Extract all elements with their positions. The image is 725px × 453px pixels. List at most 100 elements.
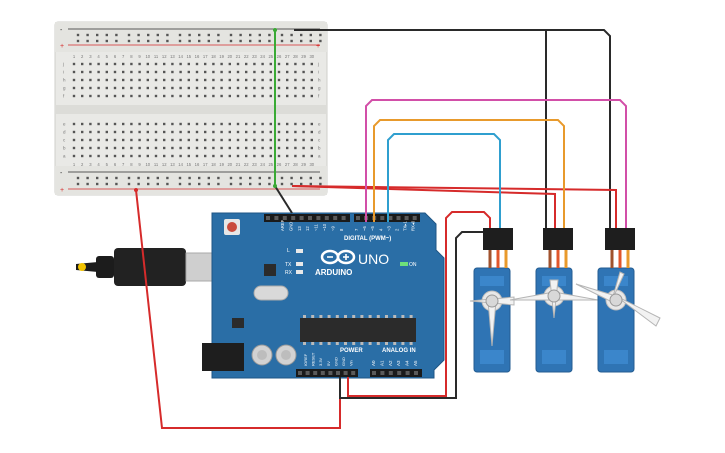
power-jack[interactable]	[202, 343, 244, 371]
breadboard-hole	[146, 78, 149, 82]
rail-hole	[300, 39, 303, 43]
breadboard-hole	[245, 78, 248, 82]
breadboard-hole	[269, 122, 272, 126]
wire-5v-breadboard[interactable]	[135, 189, 341, 429]
breadboard-hole	[195, 94, 199, 98]
header-pin[interactable]	[412, 216, 417, 220]
column-number-bottom: 23	[252, 162, 257, 167]
analog-pin[interactable]	[414, 371, 418, 375]
breadboard-hole	[286, 138, 289, 142]
power-pin[interactable]	[313, 371, 318, 375]
wire-gnd-servo-3[interactable]	[294, 29, 611, 228]
breadboard-hole	[245, 122, 248, 126]
rail-hole	[309, 182, 312, 186]
wire-signal-servo-1[interactable]	[387, 133, 501, 228]
breadboard-hole	[72, 62, 76, 66]
breadboard-hole	[187, 154, 190, 158]
l-led-label: L	[287, 248, 290, 254]
power-pin[interactable]	[343, 371, 348, 375]
breadboard-hole	[220, 138, 223, 142]
wire-gnd-servo-1[interactable]	[339, 231, 483, 399]
breadboard-hole	[154, 86, 158, 90]
header-pin[interactable]	[316, 216, 321, 220]
header-pin[interactable]	[396, 216, 401, 220]
power-pin[interactable]	[305, 371, 310, 375]
wire-power-servo-3[interactable]	[291, 185, 617, 228]
breadboard-hole	[187, 70, 190, 74]
servo-3[interactable]	[575, 267, 661, 373]
header-pin[interactable]	[274, 216, 279, 220]
rail-hole	[127, 182, 131, 186]
column-number-bottom: 5	[106, 162, 109, 167]
power-pin-label: RESET	[311, 352, 316, 366]
rail-hole	[198, 33, 201, 37]
wire-gnd-board[interactable]	[274, 185, 293, 214]
servo-1[interactable]	[469, 267, 515, 373]
header-pin[interactable]	[282, 216, 287, 220]
rail-hole	[290, 182, 293, 186]
digital-header-left[interactable]	[264, 214, 350, 222]
breadboard-hole	[228, 78, 231, 82]
analog-pin[interactable]	[388, 371, 393, 375]
header-pin[interactable]	[291, 216, 296, 220]
header-pin[interactable]	[388, 216, 393, 220]
header-pin[interactable]	[341, 216, 346, 220]
analog-pin[interactable]	[405, 371, 410, 375]
power-pin[interactable]	[328, 371, 333, 375]
header-pin[interactable]	[333, 216, 338, 220]
rail-hole	[280, 39, 284, 43]
breadboard-hole	[286, 78, 289, 82]
rail-hole	[178, 39, 182, 43]
wire-gnd-servo-2[interactable]	[294, 29, 547, 228]
rail-minus-label: -	[60, 27, 63, 34]
breadboard-hole	[130, 62, 133, 66]
digital-pin-label: ~9	[330, 226, 335, 231]
header-pin[interactable]	[299, 216, 304, 220]
breadboard-hole	[236, 62, 240, 66]
wire-signal-servo-2[interactable]	[373, 119, 565, 228]
wire-signal-servo-3[interactable]	[365, 99, 627, 228]
header-pin[interactable]	[266, 216, 270, 220]
breadboard-hole	[204, 130, 207, 134]
power-pin[interactable]	[336, 371, 340, 375]
power-pin[interactable]	[351, 371, 356, 375]
breadboard-hole	[228, 154, 231, 158]
breadboard-hole	[171, 130, 174, 134]
power-header[interactable]	[296, 369, 358, 377]
analog-pin[interactable]	[380, 371, 385, 375]
breadboard-hole	[81, 70, 84, 74]
breadboard-hole	[179, 122, 182, 126]
wire-power-servo-1[interactable]	[347, 211, 491, 397]
analog-header[interactable]	[370, 369, 422, 377]
analog-pin[interactable]	[397, 371, 402, 375]
breadboard-hole	[195, 138, 199, 142]
header-pin[interactable]	[356, 216, 360, 220]
rail-hole	[217, 176, 220, 180]
breadboard-hole	[302, 78, 305, 82]
digital-pin-label: 2	[395, 228, 400, 231]
wire-power-servo-2[interactable]	[291, 185, 556, 228]
rail-hole	[198, 176, 201, 180]
header-pin[interactable]	[404, 216, 409, 220]
breadboard-hole	[204, 94, 207, 98]
header-pin[interactable]	[308, 216, 312, 220]
power-pin[interactable]	[298, 371, 302, 375]
breadboard-hole	[261, 154, 264, 158]
usb-cable[interactable]	[76, 248, 221, 286]
analog-pin[interactable]	[372, 371, 376, 375]
rail-hole	[127, 39, 131, 43]
servo-2[interactable]	[509, 267, 599, 373]
header-pin[interactable]	[324, 216, 329, 220]
power-pin[interactable]	[320, 371, 325, 375]
rail-hole	[290, 33, 293, 37]
column-number-bottom: 14	[178, 162, 183, 167]
breadboard-hole	[146, 122, 149, 126]
header-pin[interactable]	[380, 216, 385, 220]
column-number-bottom: 16	[195, 162, 200, 167]
breadboard-hole	[97, 94, 100, 98]
breadboard-hole	[195, 146, 199, 150]
breadboard-hole	[286, 154, 289, 158]
